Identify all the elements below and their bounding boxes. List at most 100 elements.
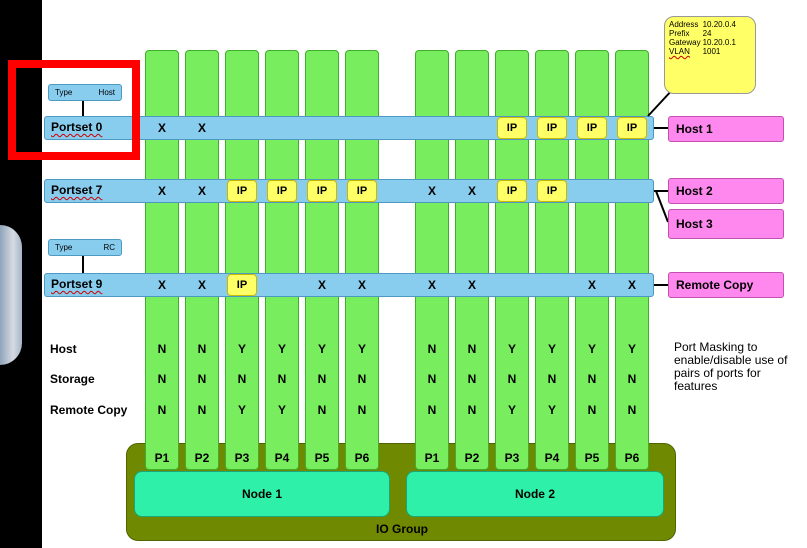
mask-value: N	[427, 403, 437, 417]
mask-value: N	[317, 372, 327, 386]
mask-value: Y	[547, 403, 556, 417]
target-remote-copy: Remote Copy	[668, 272, 784, 298]
mask-value: N	[507, 372, 517, 386]
portset-cell: X	[427, 278, 436, 292]
host1-connector	[654, 127, 668, 129]
portset-cell: X	[197, 184, 206, 198]
host2-connector	[654, 190, 668, 192]
mask-value: N	[197, 372, 207, 386]
tag-type-label: Type	[55, 243, 73, 252]
ip-config-row: VLAN 1001	[669, 47, 738, 56]
ip-badge: IP	[617, 117, 647, 139]
port-label: P4	[274, 451, 290, 465]
ip-badge: IP	[537, 180, 567, 202]
mask-value: N	[357, 403, 367, 417]
ip-badge: IP	[497, 180, 527, 202]
mask-value: N	[157, 372, 167, 386]
port-label: P4	[544, 451, 560, 465]
ip-badge: IP	[347, 180, 377, 202]
portset-cell: X	[627, 278, 636, 292]
mask-value: N	[427, 372, 437, 386]
mask-value: Y	[277, 403, 286, 417]
mask-value: N	[357, 372, 367, 386]
tag-type-value: Host	[98, 88, 115, 97]
mask-value: N	[237, 372, 247, 386]
target-label: Host 1	[676, 122, 713, 136]
mask-value: Y	[627, 342, 636, 356]
mask-value: Y	[237, 342, 246, 356]
portset-cell: X	[587, 278, 596, 292]
mask-value: Y	[587, 342, 596, 356]
mask-value: N	[197, 342, 207, 356]
port-masking-note: Port Masking to enable/disable use of pa…	[674, 340, 788, 393]
ip-config-callout: Address 10.20.0.4 Prefix 24 Gateway 10.2…	[664, 16, 756, 94]
node-2: Node 2	[406, 471, 664, 517]
tag-type-value: RC	[103, 243, 115, 252]
ip-config-value: 10.20.0.4	[702, 20, 736, 29]
portset-9-bar	[44, 273, 654, 297]
port-label: P2	[464, 451, 480, 465]
ip-config-value: 10.20.0.1	[702, 38, 736, 47]
mask-value: Y	[357, 342, 366, 356]
portset-7-title: Portset 7	[51, 183, 103, 197]
mask-value: N	[627, 372, 637, 386]
io-group-label: IO Group	[376, 522, 428, 536]
mask-value: Y	[277, 342, 286, 356]
node-1-label: Node 1	[241, 487, 282, 501]
node-2-label: Node 2	[514, 487, 555, 501]
target-label: Host 2	[676, 184, 713, 198]
mask-value: N	[317, 403, 327, 417]
port-label: P6	[624, 451, 640, 465]
portset-cell: X	[357, 278, 366, 292]
mask-value: N	[467, 342, 477, 356]
portset-cell: X	[157, 121, 166, 135]
ip-config-row: Gateway 10.20.0.1	[669, 38, 738, 47]
mask-value: N	[627, 403, 637, 417]
port-label: P1	[154, 451, 170, 465]
ip-badge: IP	[227, 274, 257, 296]
ip-badge: IP	[537, 117, 567, 139]
port-label: P5	[584, 451, 600, 465]
remote-copy-connector	[654, 284, 668, 286]
slide-canvas: Node 1 Node 2 IO Group P1 P2 P3 P4 P5 P6 P1 P2 P…	[8, 0, 807, 548]
target-label: Host 3	[676, 217, 713, 231]
mask-value: N	[587, 403, 597, 417]
ip-badge: IP	[497, 117, 527, 139]
ip-config-row: Prefix 24	[669, 29, 738, 38]
mask-row-label-storage: Storage	[50, 372, 95, 386]
mask-value: N	[157, 403, 167, 417]
mask-value: N	[427, 342, 437, 356]
mask-value: Y	[547, 342, 556, 356]
mask-value: N	[547, 372, 557, 386]
mask-value: Y	[507, 403, 516, 417]
ip-config-key: Prefix	[669, 29, 690, 38]
port-label: P5	[314, 451, 330, 465]
highlight-box	[8, 60, 140, 160]
portset-cell: X	[157, 184, 166, 198]
port-label: P2	[194, 451, 210, 465]
ip-badge: IP	[227, 180, 257, 202]
port-label: P1	[424, 451, 440, 465]
ip-badge: IP	[267, 180, 297, 202]
ip-config-key: Gateway	[669, 38, 701, 47]
portset-cell: X	[317, 278, 326, 292]
portset-cell: X	[197, 121, 206, 135]
ip-config-key: VLAN	[669, 47, 690, 56]
tag-type-label: Type	[55, 88, 73, 97]
ip-badge: IP	[307, 180, 337, 202]
mask-value: N	[467, 372, 477, 386]
port-label: P3	[234, 451, 250, 465]
ip-config-table: Address 10.20.0.4 Prefix 24 Gateway 10.2…	[669, 20, 738, 56]
mask-row-label-remote-copy: Remote Copy	[50, 403, 128, 417]
mask-value: Y	[507, 342, 516, 356]
host3-connector	[655, 190, 669, 223]
tag-connector	[82, 101, 84, 116]
portset-9-type-tag: Type RC	[48, 239, 122, 256]
portset-cell: X	[197, 278, 206, 292]
mask-value: N	[587, 372, 597, 386]
target-host-2: Host 2	[668, 178, 784, 204]
portset-cell: X	[467, 184, 476, 198]
node-1: Node 1	[134, 471, 390, 517]
portset-0-title: Portset 0	[51, 120, 103, 134]
